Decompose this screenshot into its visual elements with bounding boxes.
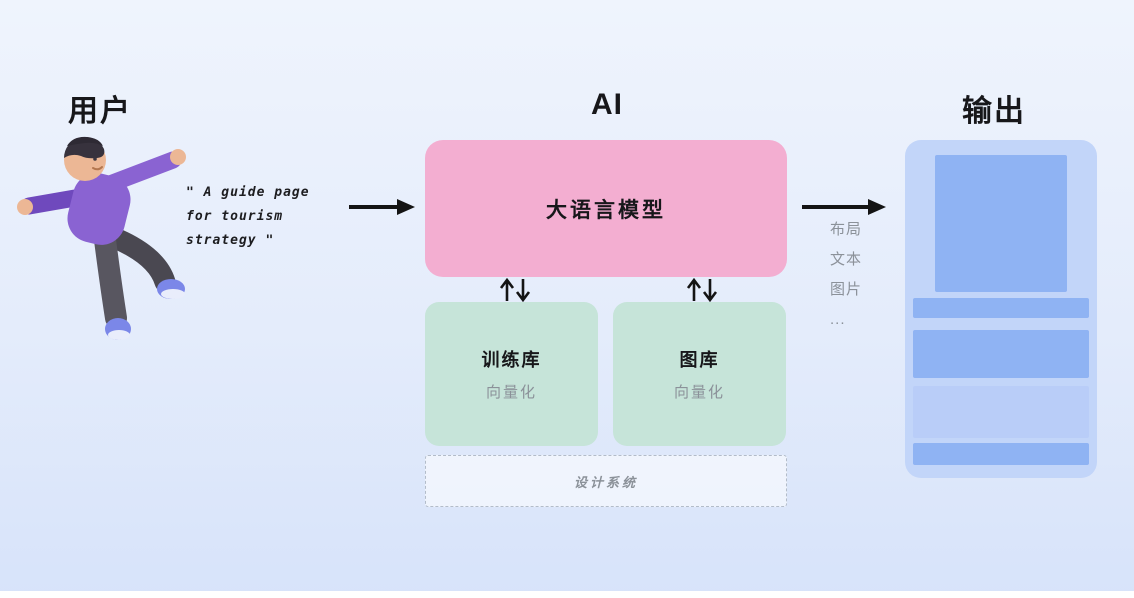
bidirectional-arrow-gallery xyxy=(682,277,722,307)
character-svg xyxy=(17,136,186,340)
training-library-title: 训练库 xyxy=(481,350,542,370)
llm-label: 大语言模型 xyxy=(546,198,666,222)
output-mockup-panel xyxy=(905,140,1097,478)
output-type-labels: 布局 文本 图片 ... xyxy=(830,215,862,335)
image-gallery-title: 图库 xyxy=(679,350,720,370)
image-gallery-box: 图库 向量化 xyxy=(613,302,786,446)
quote-line-2: for tourism xyxy=(186,209,284,224)
bidirectional-arrow-training xyxy=(495,277,535,307)
output-bar-4 xyxy=(913,443,1089,465)
training-library-box: 训练库 向量化 xyxy=(425,302,598,446)
user-quote: " A guide page for tourism strategy " xyxy=(186,181,336,253)
quote-line-3: strategy " xyxy=(186,233,275,248)
quote-line-1: " A guide page xyxy=(186,185,310,200)
output-type-label-text: 文本 xyxy=(830,251,863,268)
arrow-llm-to-output xyxy=(802,198,886,221)
arrow-user-to-llm xyxy=(349,198,415,221)
output-section-title: 输出 xyxy=(962,95,1026,128)
image-gallery-subtitle: 向量化 xyxy=(673,384,725,401)
llm-box: 大语言模型 xyxy=(425,140,787,277)
design-system-box: 设计系统 xyxy=(425,455,787,507)
user-section-title: 用户 xyxy=(68,95,132,128)
training-library-subtitle: 向量化 xyxy=(485,384,537,401)
user-character-illustration xyxy=(15,126,200,348)
output-type-label-more: ... xyxy=(830,311,846,328)
output-type-label-layout: 布局 xyxy=(830,221,863,238)
ai-section-title: AI xyxy=(591,88,623,121)
output-bar-3-light xyxy=(913,386,1089,438)
output-image-block xyxy=(935,155,1067,292)
bottom-white-strip xyxy=(0,591,1134,598)
output-bar-2 xyxy=(913,330,1089,378)
output-bar-1 xyxy=(913,298,1089,318)
output-type-label-image: 图片 xyxy=(830,281,863,298)
design-system-label: 设计系统 xyxy=(573,474,638,490)
